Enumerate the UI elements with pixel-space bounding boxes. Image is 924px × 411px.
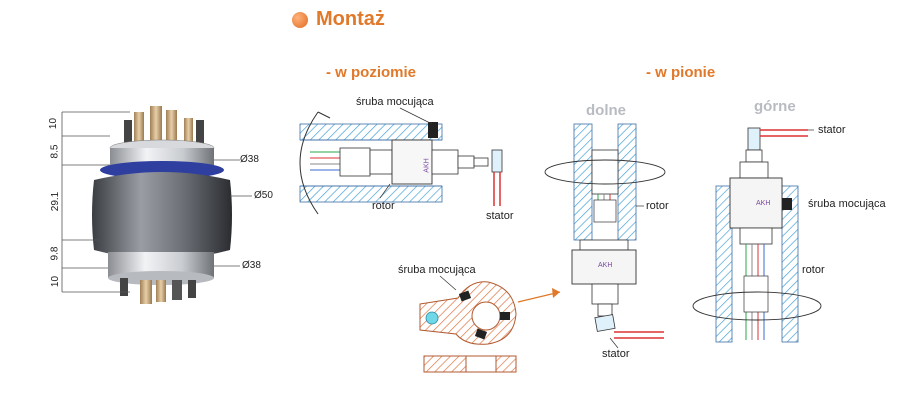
slip-ring-render [92, 106, 232, 304]
clamp-ring-detail [419, 275, 561, 373]
horizontal-heading: - w poziomie [326, 64, 416, 81]
diameter-label: Ø38 [242, 260, 261, 271]
top-label: górne [754, 98, 796, 115]
bottom-label: dolne [586, 102, 626, 119]
leader-lines-horizontal [379, 107, 433, 199]
rotor-label-top: rotor [802, 264, 825, 276]
vertical-bottom-drawing [544, 123, 666, 349]
dimension-label: 10 [48, 117, 60, 130]
dimension-label: 29.1 [50, 191, 62, 212]
brand-label-horizontal: AKH [423, 158, 431, 173]
page-title: Montaż [292, 8, 385, 31]
stator-label-top: stator [818, 124, 846, 136]
stator-label-horizontal: stator [486, 210, 514, 222]
vertical-heading: - w pionie [646, 64, 716, 81]
screw-label-top: śruba mocująca [808, 198, 886, 210]
dimension-lines [61, 111, 252, 293]
dimension-label: 10 [50, 275, 62, 288]
diameter-label: Ø38 [240, 154, 259, 165]
screw-label-clamp: śruba mocująca [398, 264, 476, 276]
bullet-icon [292, 11, 308, 28]
vertical-top-drawing [692, 127, 822, 343]
horizontal-mount-drawing [299, 111, 503, 215]
dimension-label: 9.8 [49, 246, 61, 261]
dimension-label: 8.5 [49, 144, 61, 159]
stator-label-bottom: stator [602, 348, 630, 360]
rotor-label-bottom: rotor [646, 200, 669, 212]
brand-label-top: AKH [756, 200, 771, 207]
rotor-label-horizontal: rotor [372, 200, 395, 212]
screw-label-horizontal: śruba mocująca [356, 96, 434, 108]
page-title-text: Montaż [316, 8, 385, 30]
brand-label-bottom: AKH [598, 262, 613, 269]
diameter-label: Ø50 [254, 190, 273, 201]
